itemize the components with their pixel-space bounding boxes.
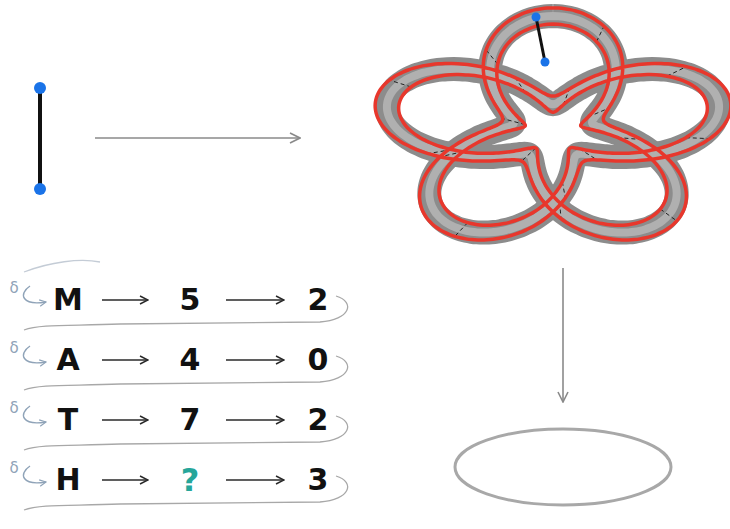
band-edge	[375, 8, 730, 240]
row-arrow	[226, 479, 284, 481]
delta-symbol: δ	[9, 341, 18, 356]
delta-symbol: δ	[9, 401, 18, 416]
image-endpoint	[541, 58, 550, 67]
number: 0	[308, 345, 329, 375]
map-arrow	[95, 137, 300, 139]
row-arrow	[226, 419, 284, 421]
band-ruling	[455, 223, 468, 237]
row-arrows	[23, 260, 347, 510]
star-band	[375, 8, 730, 240]
row-arrow	[102, 299, 148, 301]
number: 2	[308, 405, 329, 435]
number: 4	[180, 345, 201, 375]
image-endpoint	[532, 13, 541, 22]
unknown-mark: ?	[181, 464, 200, 496]
loop-curve	[24, 260, 100, 272]
letter: T	[58, 405, 78, 435]
band-highlight	[387, 16, 719, 233]
segment-endpoint	[34, 82, 46, 94]
letter: A	[56, 345, 79, 375]
circle-ellipse	[455, 429, 671, 505]
row-arrow	[102, 419, 148, 421]
letter: M	[53, 285, 83, 315]
delta-symbol: δ	[9, 281, 18, 296]
map-arrow	[562, 268, 564, 402]
number: 2	[308, 285, 329, 315]
band-ruling	[667, 67, 686, 77]
delta-symbol: δ	[9, 461, 18, 476]
row-arrow	[226, 359, 284, 361]
segment-line	[38, 88, 42, 189]
delta-hook	[23, 346, 46, 363]
number: 7	[180, 405, 201, 435]
band-surface	[387, 16, 719, 233]
delta-hook	[23, 406, 46, 423]
band-ruling	[389, 80, 411, 87]
band-ruling	[486, 50, 498, 64]
letter: H	[55, 465, 80, 495]
number: 5	[180, 285, 201, 315]
image-segment	[536, 17, 545, 62]
band-edge	[399, 24, 708, 225]
segment-endpoint	[34, 183, 46, 195]
number: 3	[308, 465, 329, 495]
row-arrow	[102, 479, 148, 481]
band-ruling	[660, 209, 676, 221]
band-ruling	[597, 26, 604, 41]
delta-hook	[23, 466, 46, 483]
row-arrow	[102, 359, 148, 361]
band-ruling	[686, 138, 710, 139]
delta-hook	[23, 286, 46, 303]
row-arrow	[226, 299, 284, 301]
